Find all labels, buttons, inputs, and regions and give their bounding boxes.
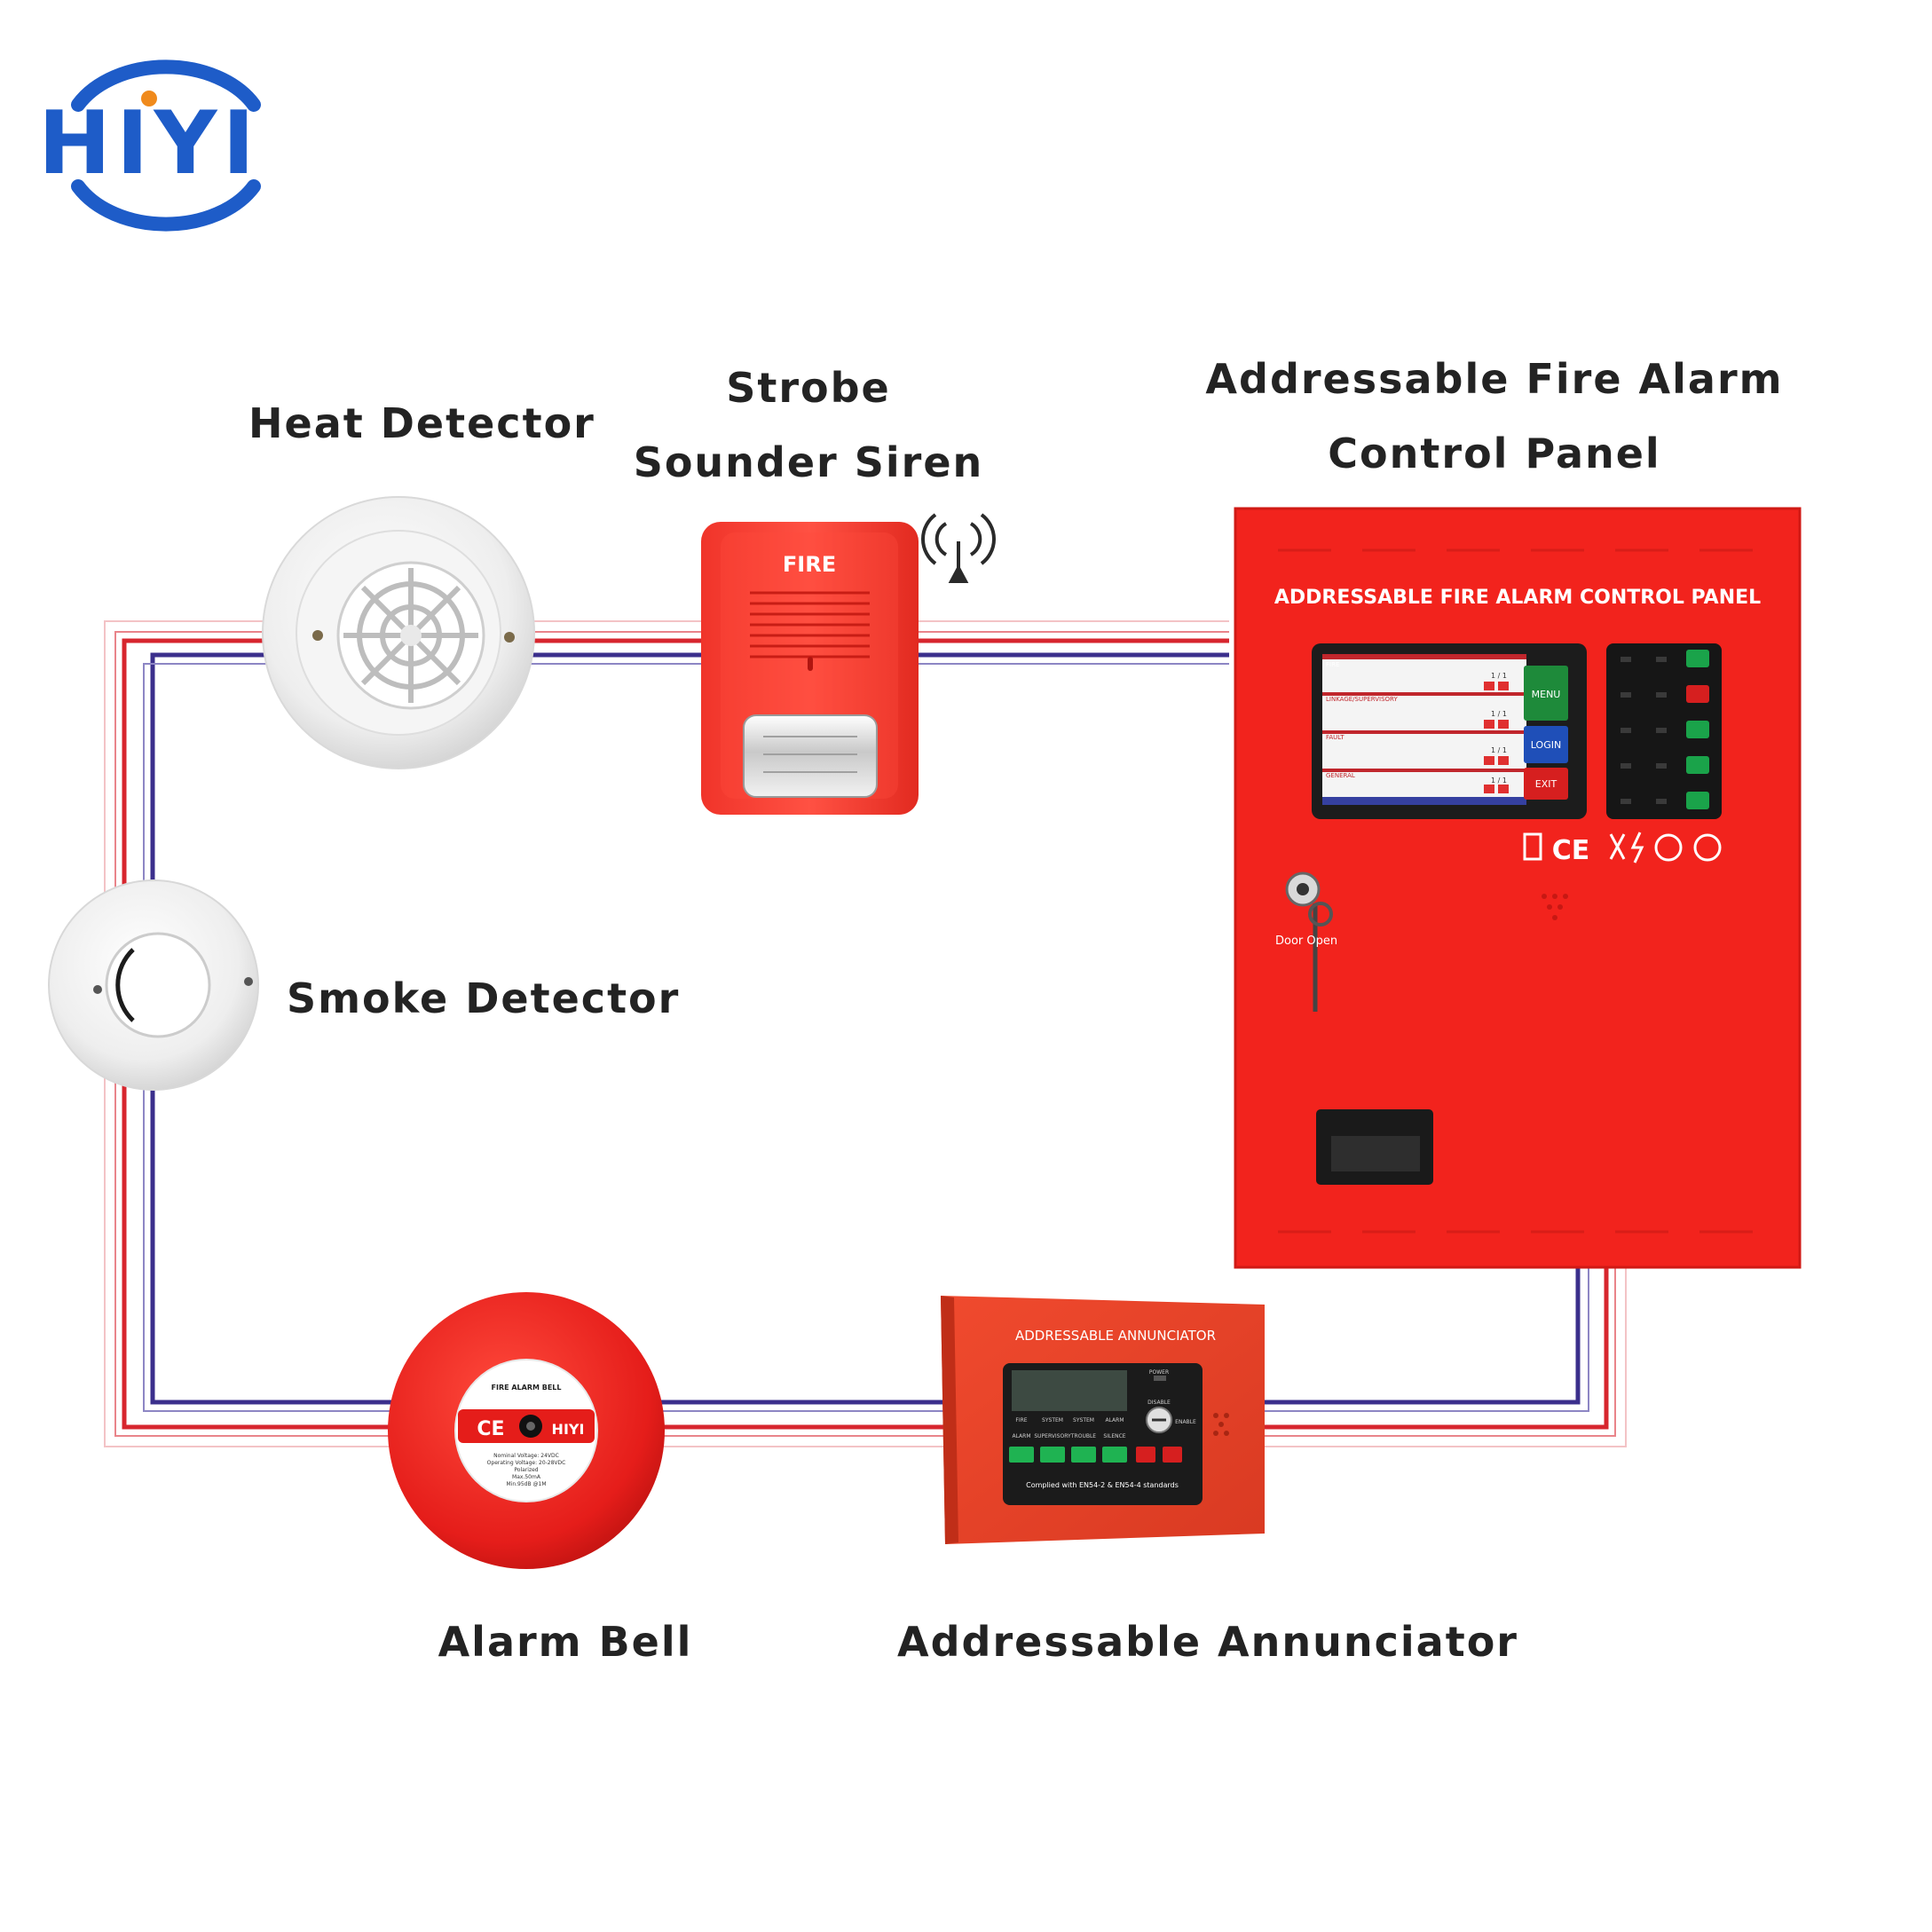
annunciator-title-text: ADDRESSABLE ANNUNCIATOR bbox=[1015, 1328, 1216, 1344]
label-alarm-bell: Alarm Bell bbox=[438, 1618, 693, 1666]
annunciator-device bbox=[941, 1296, 1265, 1544]
smoke-detector-device bbox=[48, 879, 259, 1091]
ann-power-label: POWER bbox=[1149, 1369, 1169, 1376]
lock-icon bbox=[1285, 871, 1333, 1012]
strobe-siren-device bbox=[701, 522, 919, 815]
screen-row-linkage: LINKAGE/SUPERVISORY bbox=[1326, 696, 1398, 703]
screen-counter-4: 1 / 1 bbox=[1491, 777, 1507, 785]
hiyi-logo bbox=[71, 59, 261, 232]
ann-status2-trouble: TROUBLE bbox=[1070, 1433, 1096, 1439]
panel-header-text: ADDRESSABLE FIRE ALARM CONTROL PANEL bbox=[1274, 587, 1761, 609]
bell-spec-2: Operating Voltage: 20-28VDC bbox=[487, 1460, 566, 1466]
label-strobe: Strobe bbox=[726, 364, 891, 412]
ann-status2-silence: SILENCE bbox=[1103, 1433, 1125, 1439]
ann-footer-text: Complied with EN54-2 & EN54-4 standards bbox=[1026, 1481, 1179, 1489]
ann-enable-label: ENABLE bbox=[1175, 1419, 1196, 1425]
label-sounder-siren: Sounder Siren bbox=[633, 438, 984, 486]
ann-status2-alarm: ALARM bbox=[1012, 1433, 1030, 1439]
bell-spec-5: Min.95dB @1M bbox=[506, 1481, 546, 1487]
ann-status2-supervisory: SUPERVISORY bbox=[1034, 1433, 1071, 1439]
door-open-label: Door Open bbox=[1275, 934, 1337, 948]
login-button[interactable]: LOGIN bbox=[1531, 739, 1561, 751]
ann-disable-label: DISABLE bbox=[1147, 1400, 1171, 1406]
menu-button[interactable]: MENU bbox=[1532, 689, 1561, 700]
label-panel-line2: Control Panel bbox=[1328, 430, 1661, 477]
bell-spec-4: Max.50mA bbox=[512, 1474, 541, 1480]
bell-spec-3: Polarized bbox=[514, 1467, 538, 1473]
screen-counter-2: 1 / 1 bbox=[1491, 710, 1507, 718]
screen-row-fault: FAULT bbox=[1326, 734, 1345, 741]
screen-row-general: GENERAL bbox=[1326, 772, 1355, 779]
ann-status-system-1: SYSTEM bbox=[1042, 1417, 1063, 1423]
bell-ring-title: FIRE ALARM BELL bbox=[492, 1384, 562, 1392]
control-panel-device bbox=[1234, 507, 1802, 1269]
siren-face-text: FIRE bbox=[783, 552, 836, 577]
bell-spec-1: Nominal Voltage: 24VDC bbox=[493, 1453, 559, 1459]
label-panel-line1: Addressable Fire Alarm bbox=[1205, 355, 1784, 403]
label-heat-detector: Heat Detector bbox=[248, 399, 595, 447]
ann-status-system-2: SYSTEM bbox=[1073, 1417, 1094, 1423]
heat-detector-device bbox=[262, 496, 535, 769]
logo-wordmark: HIYI bbox=[38, 93, 260, 194]
ann-status-alarm: ALARM bbox=[1105, 1417, 1124, 1423]
bell-ce-mark: CE bbox=[477, 1418, 504, 1440]
exit-button[interactable]: EXIT bbox=[1535, 778, 1557, 790]
bell-brand: HIYI bbox=[552, 1421, 585, 1438]
panel-ce-mark: CE bbox=[1552, 835, 1590, 866]
label-annunciator: Addressable Annunciator bbox=[897, 1618, 1518, 1666]
screen-counter-3: 1 / 1 bbox=[1491, 746, 1507, 754]
screen-row-fire: FIRE bbox=[1326, 661, 1339, 668]
alarm-bell-device bbox=[388, 1292, 665, 1569]
screen-counter-1: 1 / 1 bbox=[1491, 672, 1507, 680]
certification-icons bbox=[1523, 832, 1722, 863]
wireless-antenna-icon bbox=[920, 513, 997, 583]
ann-status-fire: FIRE bbox=[1015, 1417, 1027, 1423]
label-smoke-detector: Smoke Detector bbox=[287, 974, 681, 1022]
